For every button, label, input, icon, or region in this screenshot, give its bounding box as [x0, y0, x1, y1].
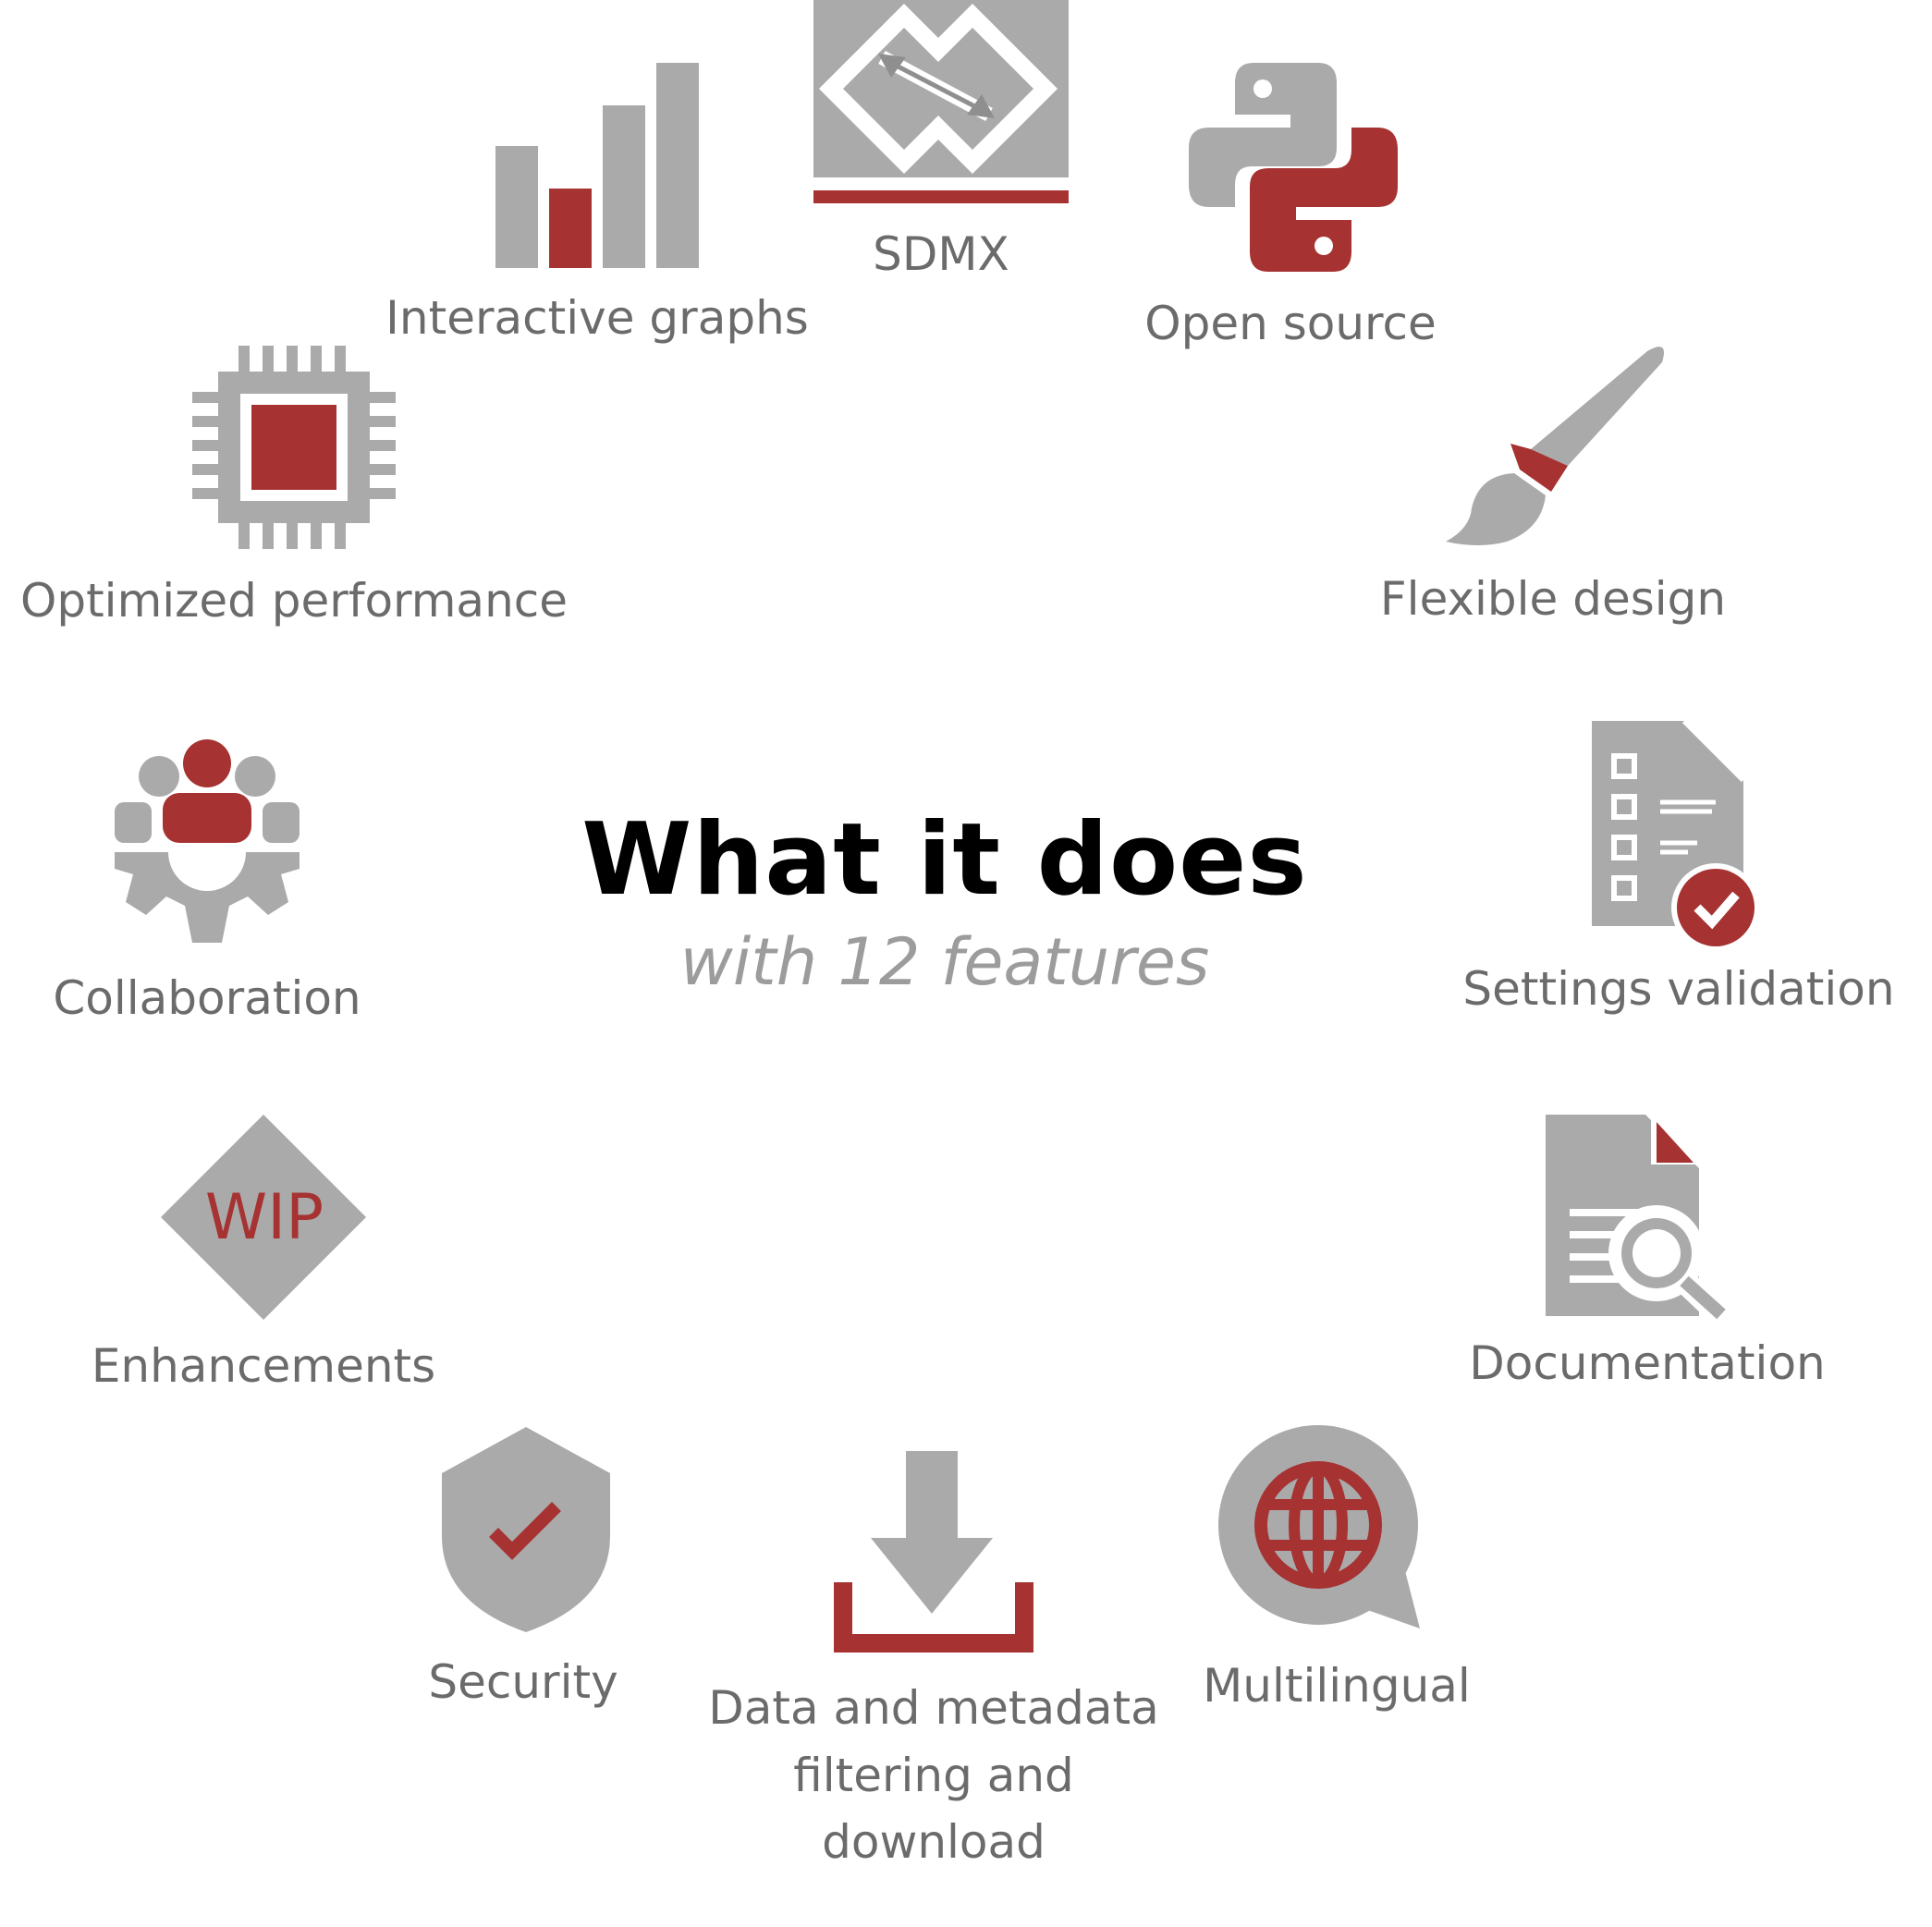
feature-label-open-source: Open source	[1144, 297, 1437, 350]
document-search-icon	[1546, 1115, 1733, 1329]
download-tray-icon	[834, 1451, 1033, 1653]
feature-label-documentation: Documentation	[1469, 1336, 1826, 1390]
feature-label-sdmx: SDMX	[873, 227, 1009, 281]
feature-label-flexible-design: Flexible design	[1379, 572, 1727, 626]
globe-speech-bubble-icon	[1218, 1425, 1420, 1628]
shield-check-icon	[442, 1427, 610, 1632]
feature-label-security: Security	[428, 1655, 618, 1709]
checklist-document-icon	[1592, 718, 1760, 952]
wip-diamond-icon: WIP	[161, 1115, 366, 1320]
diagram-subtitle: with 12 features	[679, 924, 1210, 1000]
feature-label-multilingual: Multilingual	[1203, 1659, 1471, 1713]
bar-chart-icon	[495, 63, 699, 268]
feature-label-interactive-graphs: Interactive graphs	[385, 291, 809, 345]
feature-label-enhancements: Enhancements	[91, 1339, 436, 1393]
paintbrush-icon	[1446, 347, 1664, 545]
wip-icon-text: WIP	[205, 1181, 324, 1254]
feature-label-optimized-performance: Optimized performance	[19, 574, 569, 628]
cpu-chip-icon	[192, 346, 396, 549]
python-logo-icon	[1189, 63, 1398, 272]
diagram-title: What it does	[581, 802, 1308, 918]
sdmx-arrows-icon	[813, 0, 1069, 203]
feature-label-collaboration: Collaboration	[53, 971, 361, 1025]
feature-label-settings-validation: Settings validation	[1462, 962, 1895, 1016]
feature-label-data-download: Data and metadata filtering and download	[708, 1681, 1159, 1869]
team-gear-icon	[115, 739, 300, 943]
